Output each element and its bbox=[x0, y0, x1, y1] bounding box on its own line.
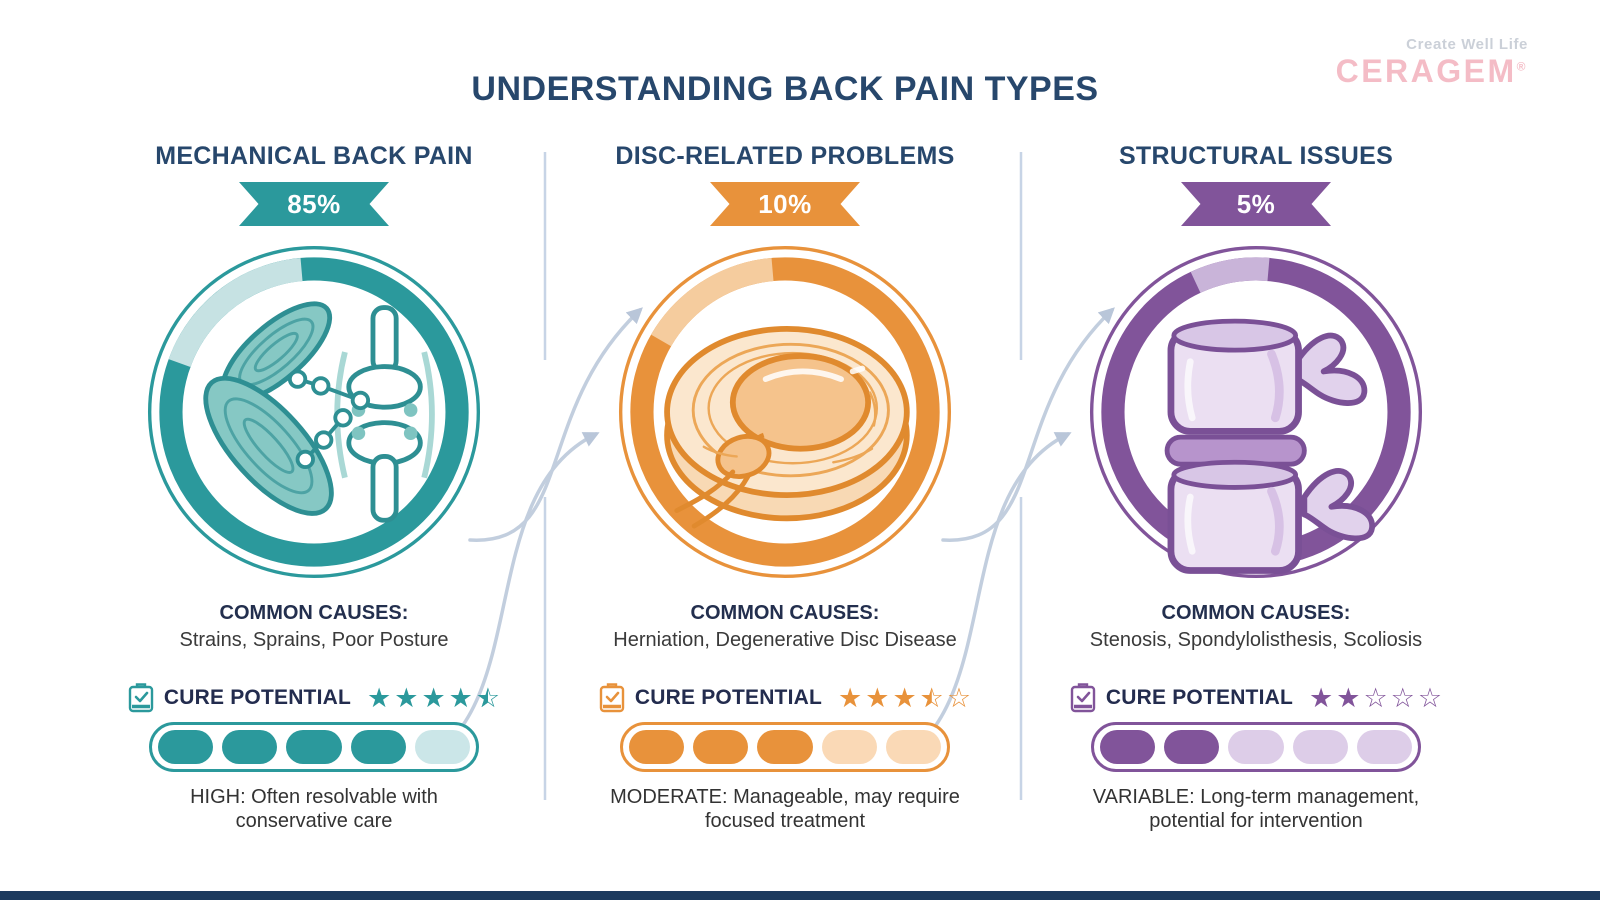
cure-potential-row: CURE POTENTIAL ★★★★☆★ bbox=[94, 682, 534, 714]
cure-potential-label: CURE POTENTIAL bbox=[163, 686, 352, 709]
potential-meter bbox=[620, 722, 950, 772]
footer-accent-bar bbox=[0, 891, 1600, 900]
meter-segment bbox=[350, 730, 406, 764]
star-icon: ★ bbox=[394, 683, 419, 713]
meter-segment bbox=[821, 730, 877, 764]
meter-segment bbox=[414, 730, 471, 764]
percent-ribbon: 10% bbox=[710, 182, 860, 226]
percent-ribbon: 5% bbox=[1181, 182, 1331, 226]
column-structural-issues: STRUCTURAL ISSUES 5% COMMON CAUSES: Sten… bbox=[1036, 142, 1476, 833]
column-title: MECHANICAL BACK PAIN bbox=[155, 142, 473, 170]
illustration-herniated-disc bbox=[611, 238, 959, 586]
meter-segment bbox=[629, 730, 685, 764]
star-icon: ★ bbox=[892, 683, 917, 713]
potential-meter bbox=[1091, 722, 1421, 772]
star-icon: ★ bbox=[865, 683, 890, 713]
clipboard-check-icon bbox=[1070, 683, 1096, 713]
star-icon: ☆ bbox=[1390, 683, 1415, 713]
cure-potential-row: CURE POTENTIAL ★★★☆★☆ bbox=[565, 682, 1005, 714]
star-rating: ★★★★☆★ bbox=[367, 683, 500, 713]
star-icon: ☆★ bbox=[475, 683, 501, 713]
meter-segment bbox=[693, 730, 749, 764]
clipboard-check-icon bbox=[599, 683, 625, 713]
meter-segment bbox=[1228, 730, 1284, 764]
meter-segment bbox=[1164, 730, 1220, 764]
star-rating: ★★★☆★☆ bbox=[838, 683, 971, 713]
common-causes-text: Strains, Sprains, Poor Posture bbox=[179, 629, 449, 651]
common-causes-text: Herniation, Degenerative Disc Disease bbox=[613, 629, 957, 651]
brand-name: CERAGEM® bbox=[1335, 53, 1528, 90]
star-icon: ☆ bbox=[1417, 683, 1443, 713]
star-icon: ★ bbox=[421, 683, 446, 713]
common-causes-label: COMMON CAUSES: bbox=[690, 602, 880, 624]
common-causes-label: COMMON CAUSES: bbox=[1161, 602, 1351, 624]
meter-segment bbox=[222, 730, 278, 764]
page-title: UNDERSTANDING BACK PAIN TYPES bbox=[471, 70, 1099, 108]
star-icon: ★ bbox=[838, 683, 863, 713]
star-icon: ★ bbox=[1336, 683, 1361, 713]
column-mechanical-back-pain: MECHANICAL BACK PAIN 85% bbox=[94, 142, 534, 833]
cure-potential-label: CURE POTENTIAL bbox=[1105, 686, 1294, 709]
meter-segment bbox=[1356, 730, 1413, 764]
column-title: DISC-RELATED PROBLEMS bbox=[615, 142, 955, 170]
brand-tagline: Create Well Life bbox=[1406, 36, 1528, 53]
meter-segment bbox=[1100, 730, 1156, 764]
clipboard-check-icon bbox=[128, 683, 154, 713]
illustration-muscles-and-joint bbox=[140, 238, 488, 586]
star-icon: ★ bbox=[367, 683, 392, 713]
meter-segment bbox=[885, 730, 942, 764]
cure-potential-row: CURE POTENTIAL ★★☆☆☆ bbox=[1036, 682, 1476, 714]
meter-segment bbox=[757, 730, 813, 764]
brand-logo: Create Well Life CERAGEM® bbox=[1336, 36, 1528, 90]
star-icon: ☆ bbox=[946, 683, 972, 713]
column-title: STRUCTURAL ISSUES bbox=[1118, 142, 1394, 170]
meter-segment bbox=[286, 730, 342, 764]
common-causes-label: COMMON CAUSES: bbox=[219, 602, 409, 624]
meter-segment bbox=[1292, 730, 1348, 764]
star-icon: ☆ bbox=[1363, 683, 1388, 713]
outcome-text: VARIABLE: Long-term management,potential… bbox=[1092, 786, 1420, 832]
illustration-vertebrae bbox=[1082, 238, 1430, 586]
star-icon: ★ bbox=[1309, 683, 1334, 713]
potential-meter bbox=[149, 722, 479, 772]
registered-mark-icon: ® bbox=[1516, 59, 1528, 74]
meter-segment bbox=[158, 730, 214, 764]
cure-potential-label: CURE POTENTIAL bbox=[634, 686, 823, 709]
common-causes-text: Stenosis, Spondylolisthesis, Scoliosis bbox=[1089, 629, 1423, 651]
percent-ribbon: 85% bbox=[239, 182, 389, 226]
star-icon: ★ bbox=[448, 683, 473, 713]
star-rating: ★★☆☆☆ bbox=[1309, 683, 1442, 713]
star-icon: ☆★ bbox=[919, 683, 944, 713]
column-disc-related-problems: DISC-RELATED PROBLEMS 10% COMMO bbox=[565, 142, 1005, 833]
